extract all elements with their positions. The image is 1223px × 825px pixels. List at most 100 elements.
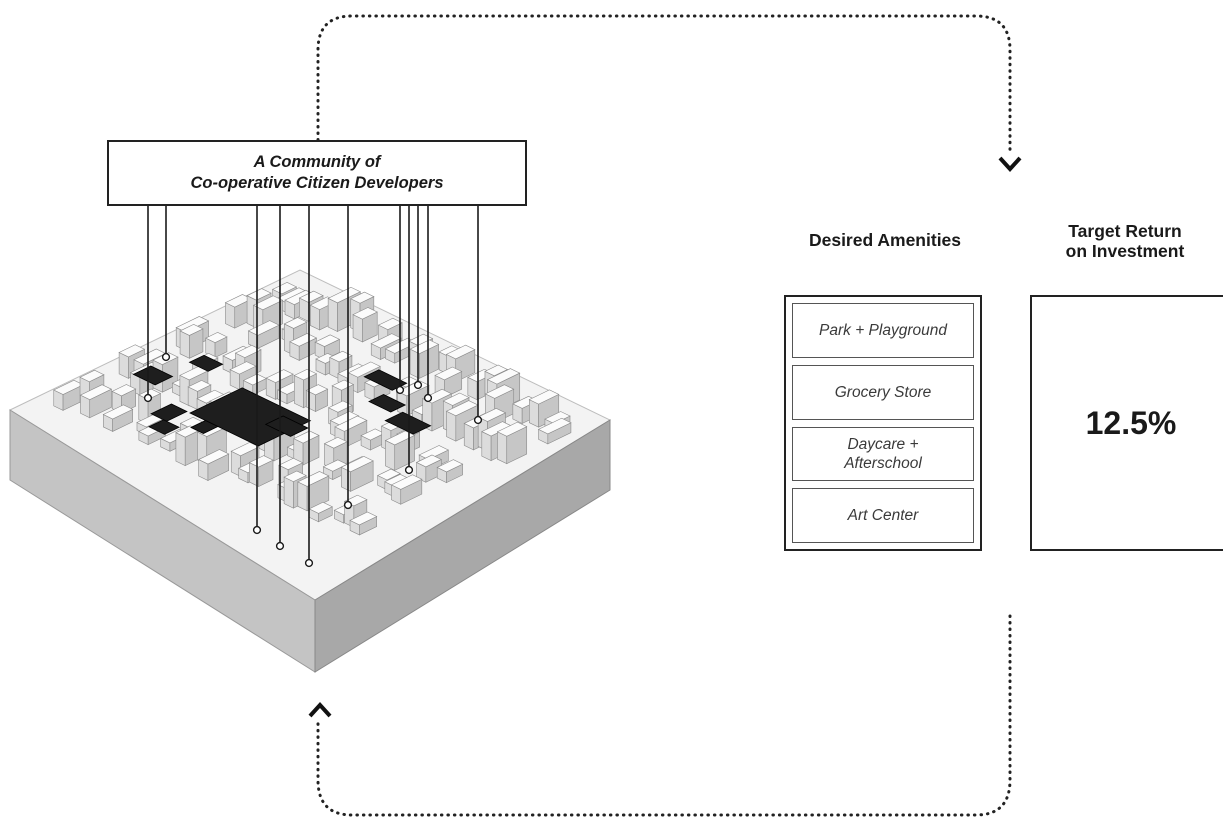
community-label-line1: A Community of: [253, 153, 381, 171]
target-roi-heading-line2: on Investment: [1065, 241, 1185, 261]
building-side: [283, 476, 294, 509]
building-side: [179, 374, 190, 407]
building-roof: [352, 307, 378, 320]
leader-dot: [343, 500, 353, 510]
building-roof: [118, 344, 146, 358]
building-roof: [390, 474, 423, 490]
target-roi-heading-line1: Target Return: [1068, 221, 1182, 241]
cycle-arrow-bottom: [316, 614, 1012, 817]
building-roof: [350, 291, 375, 304]
leader-dot: [473, 415, 483, 425]
building-side: [385, 439, 396, 471]
building-roof: [436, 459, 464, 473]
leader-dot: [413, 380, 423, 390]
building-roof: [242, 373, 267, 386]
target-roi-panel: 12.5%: [1030, 295, 1223, 551]
leader-dot: [252, 525, 262, 535]
building-roof: [196, 389, 225, 404]
building-roof: [481, 421, 513, 437]
building-roof: [230, 442, 260, 457]
building-roof: [434, 366, 463, 381]
building-roof: [377, 317, 403, 330]
building-roof: [293, 368, 318, 381]
leader-dot: [304, 558, 314, 568]
leader-dot: [395, 385, 405, 395]
building-roof: [384, 430, 416, 446]
building-roof: [278, 457, 304, 471]
building-roof: [327, 400, 353, 413]
building-roof: [528, 389, 560, 405]
member-parcel: [368, 394, 407, 413]
building-roof: [111, 384, 137, 397]
leader-dot: [404, 465, 414, 475]
member-parcel: [363, 369, 408, 391]
arrow-up-icon: [308, 702, 332, 718]
building-roof: [415, 454, 443, 468]
building-roof: [133, 348, 167, 365]
desired-amenities-heading: Desired Amenities: [808, 230, 962, 250]
building-roof: [297, 471, 330, 487]
building-side: [293, 374, 304, 409]
building-roof: [537, 417, 572, 435]
building-roof: [308, 501, 333, 514]
building-roof: [445, 400, 479, 417]
building-roof: [293, 430, 320, 444]
building-roof: [442, 392, 470, 406]
leader-dot: [161, 352, 171, 362]
building-roof: [283, 470, 307, 482]
building-roof: [248, 455, 274, 468]
amenity-item: Daycare + Afterschool: [792, 426, 974, 482]
amenity-item: Art Center: [792, 488, 974, 543]
building-roof: [484, 364, 509, 377]
member-parcel: [190, 420, 219, 434]
cycle-arrow-top: [316, 14, 1012, 154]
building-roof: [305, 384, 329, 396]
building-roof: [445, 344, 476, 360]
building-roof: [179, 324, 204, 336]
member-parcel: [384, 411, 432, 435]
building-side: [327, 297, 338, 332]
building-roof: [327, 286, 361, 304]
leader-dot: [143, 393, 153, 403]
building-roof: [334, 415, 368, 432]
building-roof: [205, 332, 228, 343]
building-side: [175, 432, 186, 467]
building-roof: [323, 436, 348, 449]
target-roi-value: 12.5%: [1085, 404, 1177, 441]
member-parcel: [264, 415, 309, 437]
building-masses: [53, 282, 572, 536]
building-roof: [484, 384, 515, 399]
community-label-line2: Co-operative Citizen Developers: [190, 174, 444, 192]
building-roof: [329, 350, 353, 363]
building-roof: [79, 384, 113, 400]
member-parcel: [132, 365, 174, 386]
leader-dot: [423, 393, 433, 403]
building-roof: [229, 361, 257, 375]
building-roof: [79, 369, 105, 383]
amenity-item: Park + Playground: [792, 303, 974, 358]
arrow-down-icon: [998, 156, 1022, 172]
building-roof: [102, 404, 134, 420]
building-side: [497, 431, 508, 465]
building-roof: [477, 407, 507, 422]
building-roof: [314, 334, 341, 347]
building-roof: [234, 344, 262, 358]
member-parcel: [148, 419, 180, 435]
building-side: [297, 481, 308, 512]
building-roof: [271, 282, 298, 295]
building-roof: [322, 459, 348, 472]
building-roof: [349, 511, 378, 526]
building-roof: [377, 468, 401, 481]
block-side-right: [314, 419, 611, 673]
building-roof: [187, 380, 212, 392]
building-roof: [197, 449, 230, 465]
target-roi-heading: Target Return on Investment: [1020, 221, 1223, 261]
member-parcel: [188, 354, 224, 372]
building-roof: [340, 456, 374, 473]
amenities-list: Park + Playground Grocery Store Daycare …: [784, 295, 982, 551]
leader-dot: [275, 541, 285, 551]
parcel-leader-lines: [143, 206, 483, 568]
building-roof: [486, 368, 521, 385]
building-roof: [496, 421, 528, 437]
building-roof: [370, 333, 402, 349]
